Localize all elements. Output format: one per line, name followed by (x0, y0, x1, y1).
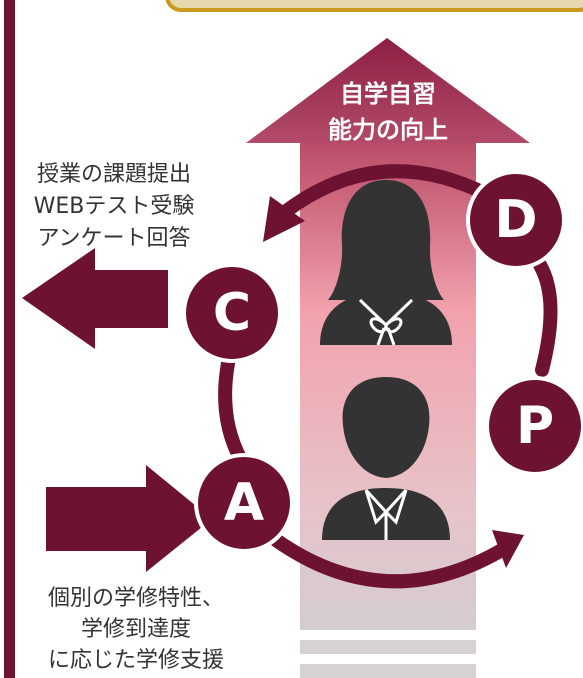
output-arrow (22, 248, 168, 349)
female-student-icon (320, 180, 452, 345)
stage-p-circle: P (485, 376, 583, 476)
input-text-line1: 個別の学修特性、 (47, 586, 224, 611)
arrow-title-line2: 能力の向上 (328, 116, 448, 144)
stage-c-circle: C (182, 263, 282, 363)
female-collar (358, 298, 414, 346)
cycle-arrowhead-to-c (263, 196, 305, 242)
output-text-line2: WEBテスト受験 (33, 194, 195, 219)
male-collar (364, 488, 408, 540)
left-accent-bar (4, 0, 15, 678)
input-text-line3: に応じた学修支援 (47, 648, 224, 673)
input-arrow (46, 465, 212, 572)
output-text-line3: アンケート回答 (37, 226, 191, 251)
stage-d-circle: D (466, 170, 566, 270)
stage-a-circle: A (194, 453, 294, 553)
output-text-line1: 授業の課題提出 (36, 162, 191, 187)
arrow-title-line1: 自学自習 (340, 80, 436, 108)
cycle-arrowhead-to-p (492, 530, 524, 568)
input-text-line2: 学修到達度 (80, 617, 191, 642)
